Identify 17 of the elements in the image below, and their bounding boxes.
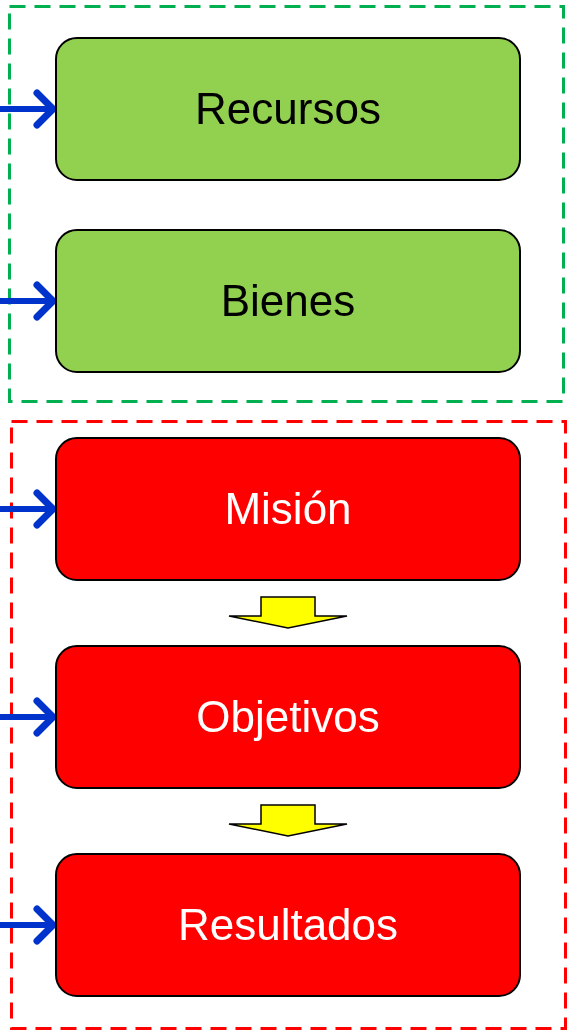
rounded-box <box>55 437 521 581</box>
arrow <box>0 489 57 529</box>
box-label: Misión <box>224 484 352 534</box>
arrow <box>0 905 57 945</box>
arrow <box>0 697 57 737</box>
rounded-box <box>55 853 521 997</box>
rounded-box <box>55 37 521 181</box>
block-arrow <box>228 596 348 629</box>
box-label: Recursos <box>195 84 381 134</box>
box-label: Resultados <box>177 900 399 950</box>
box-label: Bienes <box>220 276 356 326</box>
arrow <box>0 281 57 321</box>
block-arrow <box>228 804 348 837</box>
rounded-box <box>55 645 521 789</box>
box-label: Objetivos <box>196 692 380 742</box>
arrow <box>0 89 57 129</box>
rounded-box <box>55 229 521 373</box>
